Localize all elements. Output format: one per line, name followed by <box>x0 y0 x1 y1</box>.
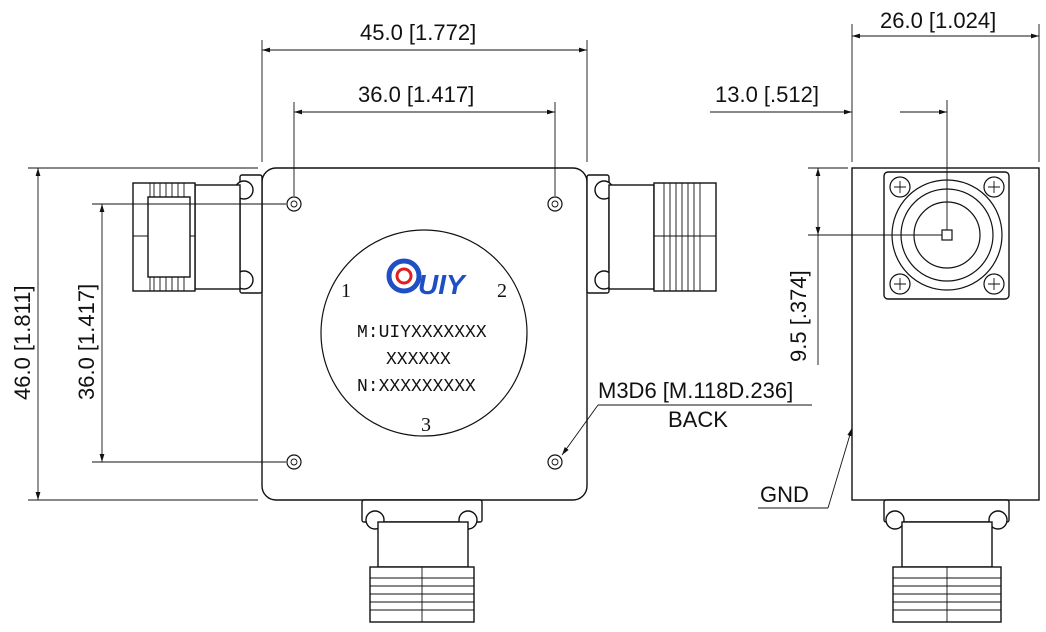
hole-bottom-left <box>286 454 302 470</box>
hole-callout: M3D6 [M.118D.236] BACK <box>561 378 812 456</box>
product-label: UIY 1 2 3 M:UIYXXXXXXX XXXXXX N:XXXXXXXX… <box>320 229 528 437</box>
gnd-callout: GND <box>758 427 853 509</box>
hole-top-right <box>547 196 563 212</box>
dim-width-overall: 45.0 [1.772] <box>261 20 588 162</box>
flange-screws <box>889 176 1005 295</box>
dim-width-holes: 36.0 [1.417] <box>293 82 556 196</box>
side-bottom-connector <box>883 499 1010 623</box>
brand-logo: UIY <box>386 258 467 300</box>
model-text: M:UIYXXXXXXX <box>357 323 487 343</box>
side-flange <box>883 171 1010 300</box>
hole-callout-note: BACK <box>668 407 728 432</box>
dim-width-overall-text: 45.0 [1.772] <box>360 20 476 45</box>
sub-text: XXXXXX <box>386 350 451 370</box>
port-3-label: 3 <box>421 414 431 436</box>
dim-side-half-text: 13.0 [.512] <box>715 82 819 107</box>
serial-text: N:XXXXXXXXX <box>357 377 476 397</box>
logo-text: UIY <box>418 269 467 300</box>
dim-side-height: 9.5 [.374] <box>786 167 942 365</box>
dim-height-holes: 36.0 [1.417] <box>74 203 286 463</box>
dim-side-width-text: 26.0 [1.024] <box>880 8 996 33</box>
screw-holes <box>286 196 563 470</box>
gnd-callout-text: GND <box>760 482 809 507</box>
label-circle <box>320 229 528 437</box>
dim-height-overall: 46.0 [1.811] <box>10 167 258 501</box>
port-1-label: 1 <box>341 280 351 302</box>
bottom-connector <box>361 499 483 623</box>
port-2-label: 2 <box>497 280 507 302</box>
front-view: UIY 1 2 3 M:UIYXXXXXXX XXXXXX N:XXXXXXXX… <box>10 20 812 623</box>
hole-bottom-right <box>547 454 563 470</box>
side-view: 26.0 [1.024] 13.0 [.512] 9.5 [.374] GND <box>710 8 1040 623</box>
dim-side-half: 13.0 [.512] <box>710 82 948 230</box>
dim-height-overall-text: 46.0 [1.811] <box>10 285 35 400</box>
dim-height-holes-text: 36.0 [1.417] <box>74 284 99 400</box>
right-connector <box>586 174 717 294</box>
dim-side-height-text: 9.5 [.374] <box>786 270 811 362</box>
hole-callout-text: M3D6 [M.118D.236] <box>598 378 793 403</box>
dim-side-width: 26.0 [1.024] <box>851 8 1040 162</box>
hole-top-left <box>286 196 302 212</box>
left-connector <box>132 174 263 294</box>
dim-width-holes-text: 36.0 [1.417] <box>358 82 474 107</box>
